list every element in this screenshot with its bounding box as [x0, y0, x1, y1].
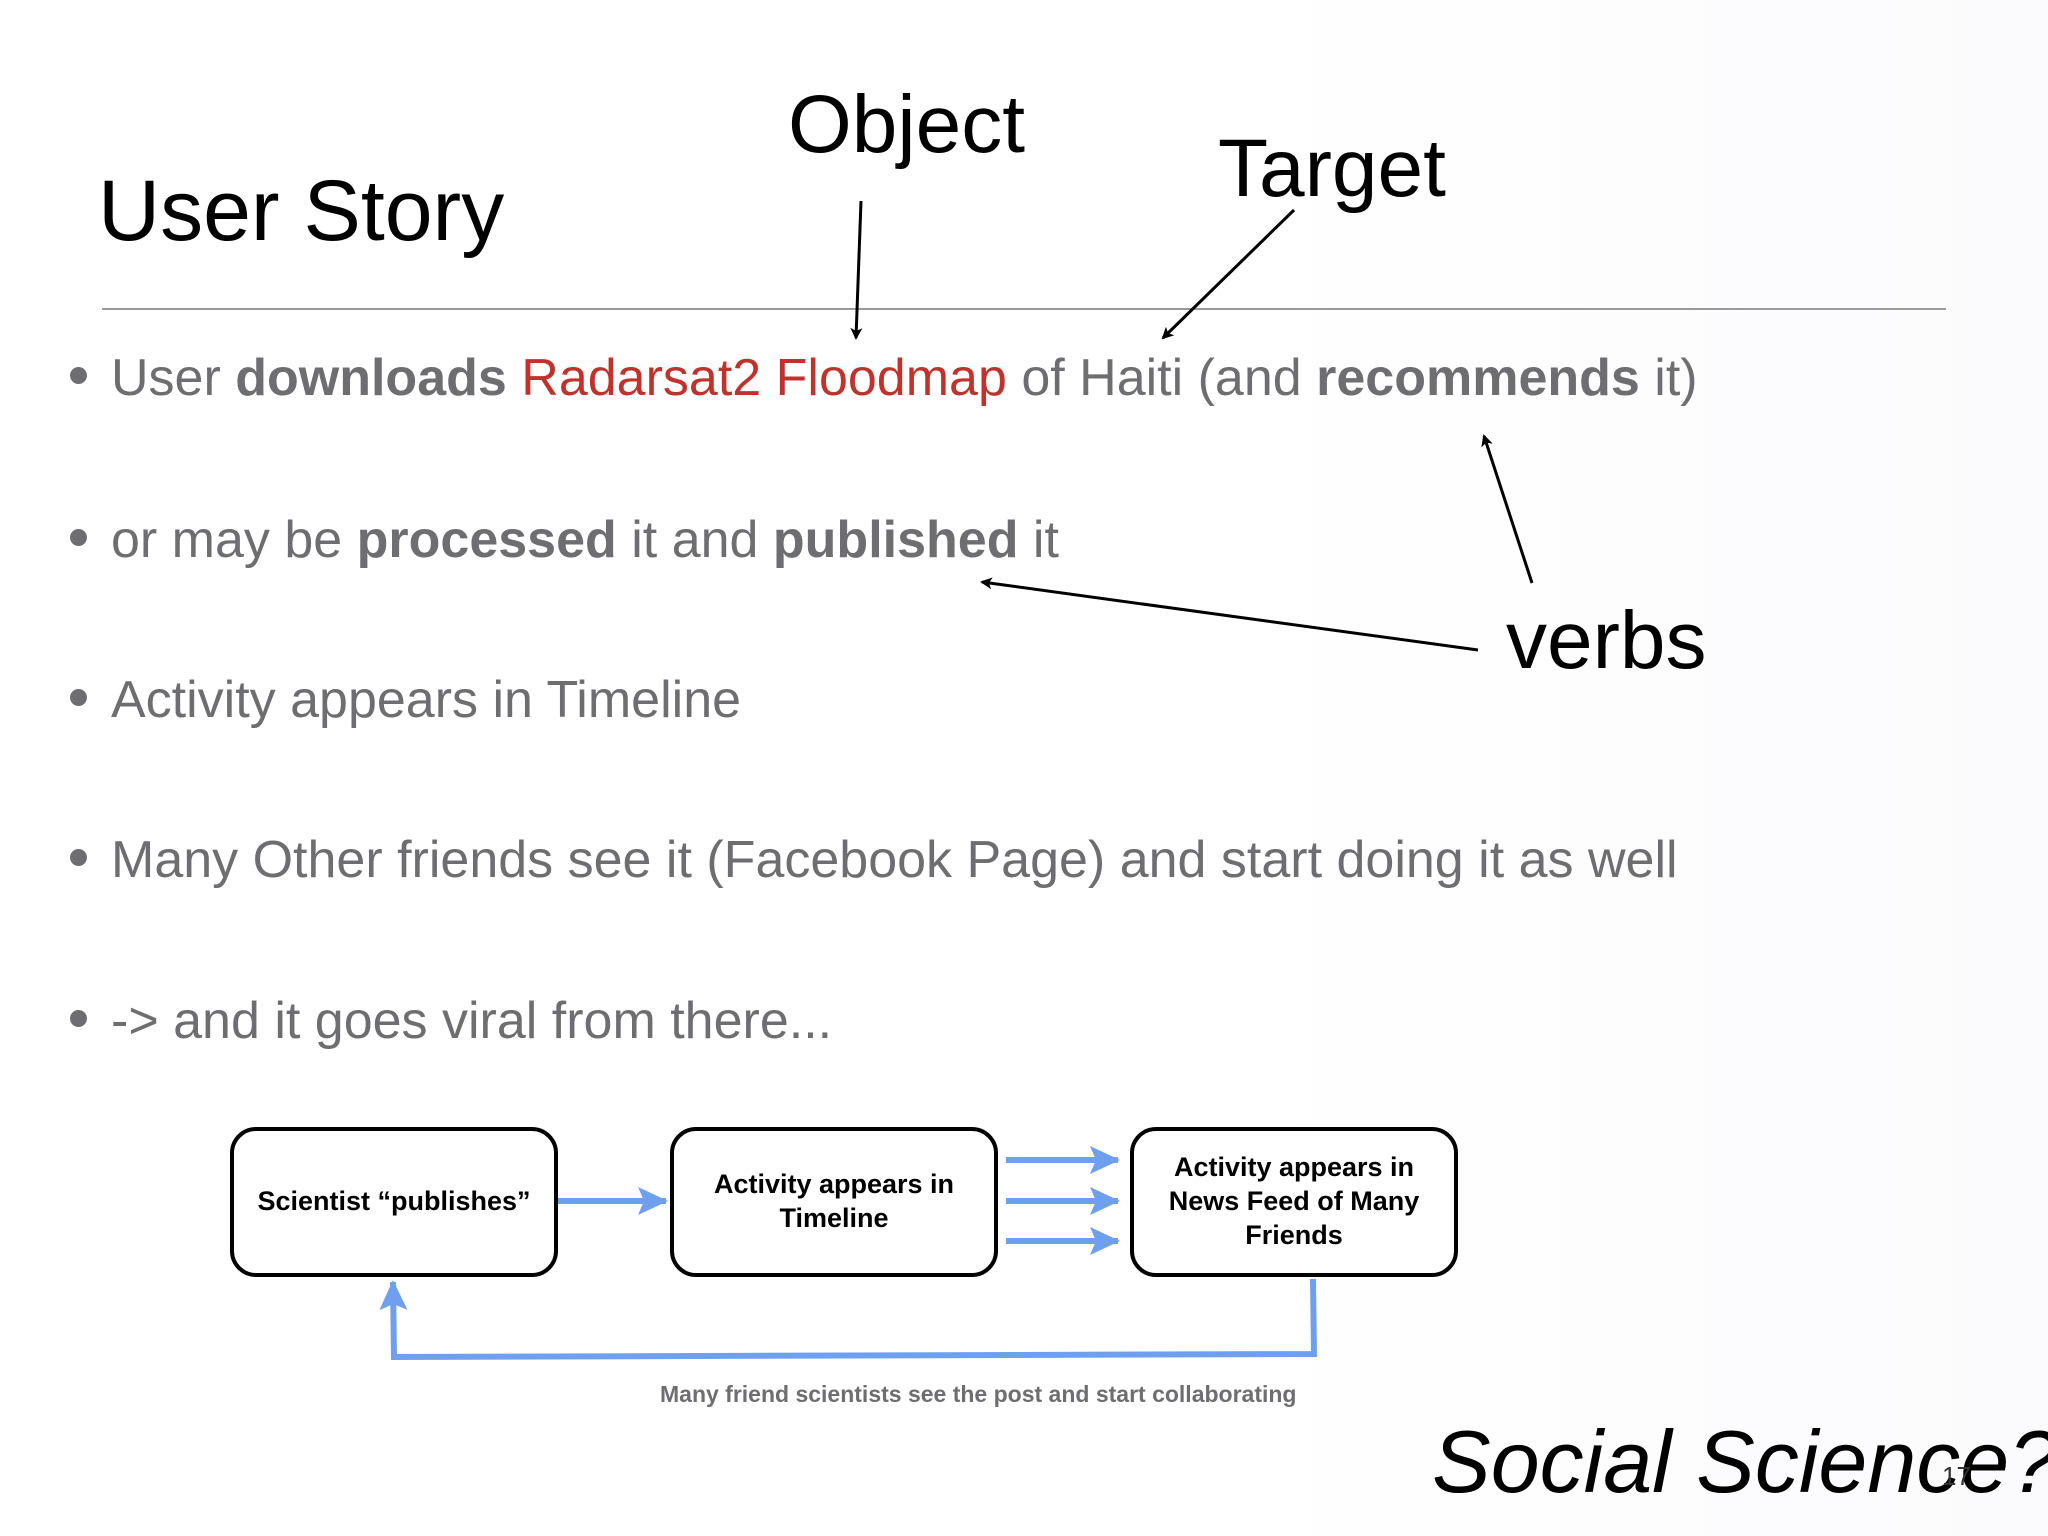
annotation-object-label: Object [788, 79, 1025, 170]
annotation-verbs-label: verbs [1506, 595, 1707, 686]
bullet-text: of Haiti (and [1006, 349, 1317, 407]
slide-title: User Story [98, 163, 505, 259]
page-number: 17 [1942, 1461, 1971, 1491]
bullet-text: Activity appears in Timeline [111, 671, 742, 729]
bullet-item: Many Other friends see it (Facebook Page… [70, 834, 1678, 886]
title-divider [102, 308, 1946, 310]
bullet-dot-icon [70, 528, 87, 546]
bullet-text: it and [616, 511, 773, 569]
footer-social-science: Social Science? [1432, 1412, 2048, 1511]
bullet-dot-icon [70, 366, 87, 384]
bullet-item: or may be processed it and published it [70, 514, 1059, 566]
bullet-item: -> and it goes viral from there... [70, 995, 832, 1047]
bullet-dot-icon [70, 1009, 87, 1027]
arrow-object [850, 200, 863, 340]
bullet-verb: published [772, 511, 1019, 569]
bullet-dot-icon [70, 848, 87, 866]
bullet-verb: downloads [235, 349, 507, 407]
arrow-verbs-to-recommends [1481, 434, 1534, 584]
bullet-item: User downloads Radarsat2 Floodmap of Hai… [70, 352, 1698, 404]
bullet-item: Activity appears in Timeline [70, 674, 741, 726]
bullet-text: it) [1639, 349, 1698, 407]
bullet-text: User [111, 349, 236, 407]
bullet-verb: processed [356, 511, 617, 569]
flow-box-scientist-publishes: Scientist “publishes” [230, 1127, 558, 1277]
bullet-text: or may be [111, 511, 357, 569]
arrow-target [1161, 208, 1296, 340]
feedback-caption: Many friend scientists see the post and … [660, 1381, 1297, 1407]
bullet-object: Radarsat2 Floodmap [521, 349, 1007, 407]
bullet-text: -> and it goes viral from there... [111, 992, 833, 1050]
bullet-text: Many Other friends see it (Facebook Page… [111, 831, 1678, 889]
annotation-target-label: Target [1218, 123, 1446, 214]
bullet-verb: recommends [1316, 349, 1640, 407]
flow-box-activity-timeline: Activity appears in Timeline [670, 1127, 998, 1277]
arrow-verbs-to-published [980, 577, 1479, 652]
bullet-dot-icon [70, 688, 87, 706]
bullet-text: it [1018, 511, 1059, 569]
flow-arrow-feedback-loop [379, 1278, 1318, 1361]
flow-box-news-feed-friends: Activity appears in News Feed of Many Fr… [1130, 1127, 1458, 1277]
